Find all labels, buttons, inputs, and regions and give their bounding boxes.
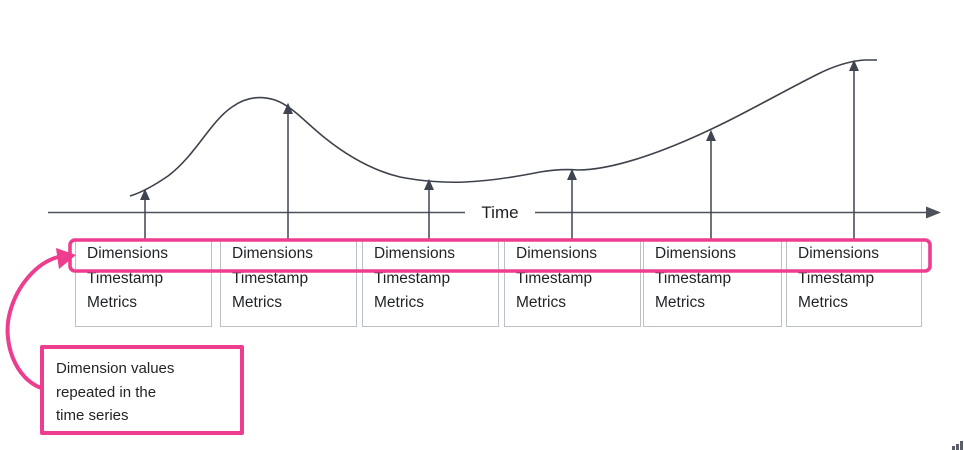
callout-line: time series xyxy=(56,407,129,424)
record-field-timestamp: Timestamp xyxy=(87,269,164,287)
record-field-metrics: Metrics xyxy=(87,294,137,312)
record-field-metrics: Metrics xyxy=(655,294,705,312)
record-field-dimensions: Dimensions xyxy=(87,245,168,262)
callout-line: Dimension values xyxy=(56,360,175,377)
record-field-dimensions: Dimensions xyxy=(232,245,313,262)
record-field-timestamp: Timestamp xyxy=(232,269,309,287)
record-field-dimensions: Dimensions xyxy=(798,245,879,262)
record-field-timestamp: Timestamp xyxy=(374,269,451,287)
record-box: Dimensions Timestamp Metrics xyxy=(504,239,641,327)
record-box: Dimensions Timestamp Metrics xyxy=(643,239,782,327)
record-field-metrics: Metrics xyxy=(798,294,848,312)
record-field-metrics: Metrics xyxy=(232,294,282,312)
record-box: Dimensions Timestamp Metrics xyxy=(220,239,357,327)
callout-line: repeated in the xyxy=(56,383,157,401)
record-field-timestamp: Timestamp xyxy=(655,269,732,287)
record-box: Dimensions Timestamp Metrics xyxy=(75,239,212,327)
record-field-metrics: Metrics xyxy=(516,294,566,312)
record-field-dimensions: Dimensions xyxy=(516,245,597,262)
record-field-timestamp: Timestamp xyxy=(798,269,875,287)
callout-box: Dimension values repeated in the time se… xyxy=(40,345,244,435)
record-field-dimensions: Dimensions xyxy=(655,245,736,262)
record-field-timestamp: Timestamp xyxy=(516,269,593,287)
record-field-dimensions: Dimensions xyxy=(374,245,455,262)
record-box: Dimensions Timestamp Metrics xyxy=(362,239,499,327)
record-box: Dimensions Timestamp Metrics xyxy=(786,239,922,327)
record-field-metrics: Metrics xyxy=(374,294,424,312)
